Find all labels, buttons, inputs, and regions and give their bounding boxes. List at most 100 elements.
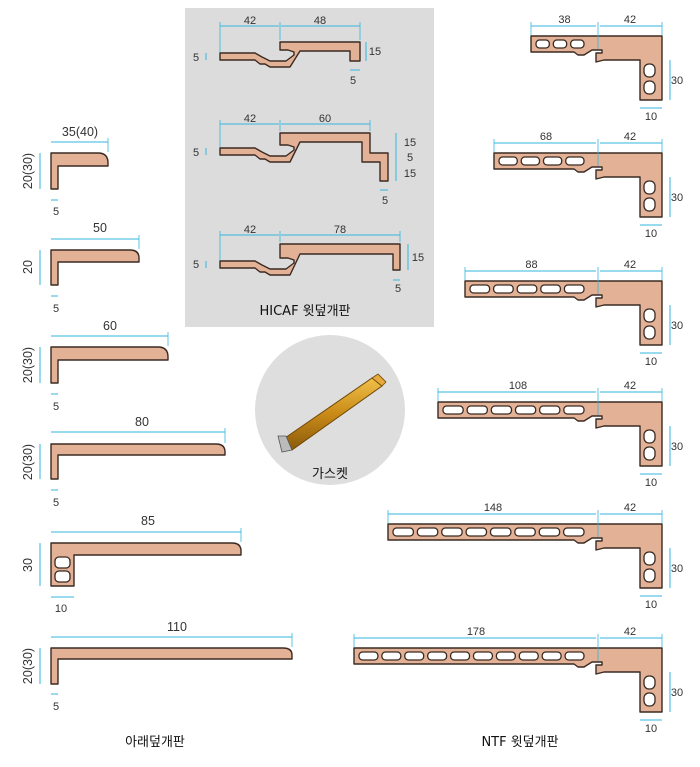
lower-profile-1: 35(40) 20(30) 5 xyxy=(21,125,109,218)
ntf-top-hole xyxy=(538,527,561,537)
ntf-side-width-dim: 42 xyxy=(624,259,636,271)
lower-3-height-dim: 20(30) xyxy=(21,347,35,383)
lower-2-width-dim: 50 xyxy=(93,221,107,235)
ntf-top-hole xyxy=(441,527,463,537)
lower-1-width-dim: 35(40) xyxy=(62,125,98,139)
hicaf-3-thick-dim: 5 xyxy=(193,259,199,271)
hicaf-1-left-dim: 42 xyxy=(244,15,256,27)
ntf-bottom-dim: 10 xyxy=(645,477,657,489)
ntf-top-hole xyxy=(514,405,537,415)
ntf-bottom-dim: 10 xyxy=(645,356,657,368)
lower-profile-5: 85 30 10 xyxy=(21,514,242,615)
ntf-side-hole xyxy=(643,568,656,583)
hicaf-1-right-dim: 48 xyxy=(314,15,326,27)
lower-profile-3: 60 20(30) 5 xyxy=(21,319,169,413)
lower-5-thick-dim: 10 xyxy=(55,603,67,615)
ntf-top-hole xyxy=(466,405,488,415)
hicaf-2-h1-dim: 15 xyxy=(404,137,416,149)
ntf-profile-outline xyxy=(464,280,663,346)
hicaf-3-bottom-dim: 5 xyxy=(395,283,401,295)
ntf-height-dim: 30 xyxy=(671,320,683,332)
lower-4-height-dim: 20(30) xyxy=(21,444,35,480)
ntf-profile-outline xyxy=(353,647,663,713)
ntf-top-hole xyxy=(539,405,561,415)
hicaf-3-right-dim: 78 xyxy=(334,224,346,236)
ntf-top-hole xyxy=(465,527,488,537)
ntf-top-width-dim: 148 xyxy=(484,502,502,514)
ntf-top-width-dim: 38 xyxy=(558,14,570,26)
ntf-bottom-dim: 10 xyxy=(645,111,657,123)
ntf-top-hole xyxy=(562,527,585,537)
ntf-top-hole xyxy=(541,651,562,661)
ntf-top-hole xyxy=(563,284,585,294)
lower-profile-2: 50 20 5 xyxy=(21,221,140,315)
gasket-illustration: 가스켓 xyxy=(255,335,405,485)
ntf-side-hole xyxy=(643,197,656,212)
ntf-top-hole xyxy=(392,527,415,537)
ntf-side-hole xyxy=(643,675,656,690)
lower-3-thick-dim: 5 xyxy=(53,401,59,413)
ntf-side-width-dim: 42 xyxy=(624,626,636,638)
ntf-top-hole xyxy=(472,651,494,661)
ntf-side-hole xyxy=(643,308,656,323)
lower-6-width-dim: 110 xyxy=(167,620,187,634)
lower-5-hole-top xyxy=(54,556,71,569)
ntf-top-hole xyxy=(492,284,514,294)
hicaf-3-height-dim: 15 xyxy=(412,252,424,264)
ntf-height-dim: 30 xyxy=(671,687,683,699)
hicaf-2-h3-dim: 15 xyxy=(404,168,416,180)
ntf-height-dim: 30 xyxy=(671,441,683,453)
ntf-side-hole xyxy=(643,551,656,566)
hicaf-profile-1: 42 48 5 15 5 xyxy=(193,15,381,87)
ntf-top-hole xyxy=(416,527,439,537)
lower-4-width-dim: 80 xyxy=(135,415,149,429)
lower-4-thick-dim: 5 xyxy=(53,497,59,509)
lower-3-width-dim: 60 xyxy=(103,319,117,333)
hicaf-3-left-dim: 42 xyxy=(244,224,256,236)
ntf-side-hole xyxy=(643,429,656,444)
ntf-side-hole xyxy=(643,80,656,95)
hicaf-caption: HICAF 윗덮개판 xyxy=(259,304,350,319)
hicaf-panel xyxy=(185,8,434,327)
ntf-side-width-dim: 42 xyxy=(624,380,636,392)
ntf-top-hole xyxy=(542,156,563,166)
ntf-top-hole xyxy=(469,284,491,294)
lower-2-thick-dim: 5 xyxy=(53,303,59,315)
ntf-bottom-dim: 10 xyxy=(645,723,657,735)
hicaf-1-thick-dim: 5 xyxy=(193,52,199,64)
ntf-top-hole xyxy=(565,156,585,166)
ntf-height-dim: 30 xyxy=(671,75,683,87)
hicaf-2-bottom-dim: 5 xyxy=(382,195,388,207)
hicaf-2-thick-dim: 5 xyxy=(193,147,199,159)
ntf-side-width-dim: 42 xyxy=(624,131,636,143)
lower-2-height-dim: 20 xyxy=(21,260,35,274)
lower-6-height-dim: 20(30) xyxy=(21,648,35,684)
ntf-top-hole xyxy=(427,651,448,661)
ntf-top-hole xyxy=(535,39,550,49)
hicaf-profile-3: 42 78 5 15 5 xyxy=(193,224,424,295)
ntf-top-hole xyxy=(520,156,541,166)
ntf-bottom-dim: 10 xyxy=(645,599,657,611)
ntf-top-hole xyxy=(358,651,379,661)
ntf-height-dim: 30 xyxy=(671,563,683,575)
ntf-top-hole xyxy=(552,39,568,49)
ntf-top-hole xyxy=(514,527,536,537)
lower-1-height-dim: 20(30) xyxy=(21,153,35,189)
ntf-top-hole xyxy=(498,156,518,166)
lower-profile-4: 80 20(30) 5 xyxy=(21,415,226,509)
ntf-profile-outline xyxy=(437,401,663,467)
ntf-top-hole xyxy=(404,651,425,661)
ntf-top-hole xyxy=(381,651,402,661)
ntf-profile-outline xyxy=(530,35,663,101)
ntf-top-width-dim: 68 xyxy=(540,131,552,143)
lower-1-thick-dim: 5 xyxy=(53,206,59,218)
gasket-caption: 가스켓 xyxy=(312,467,348,482)
